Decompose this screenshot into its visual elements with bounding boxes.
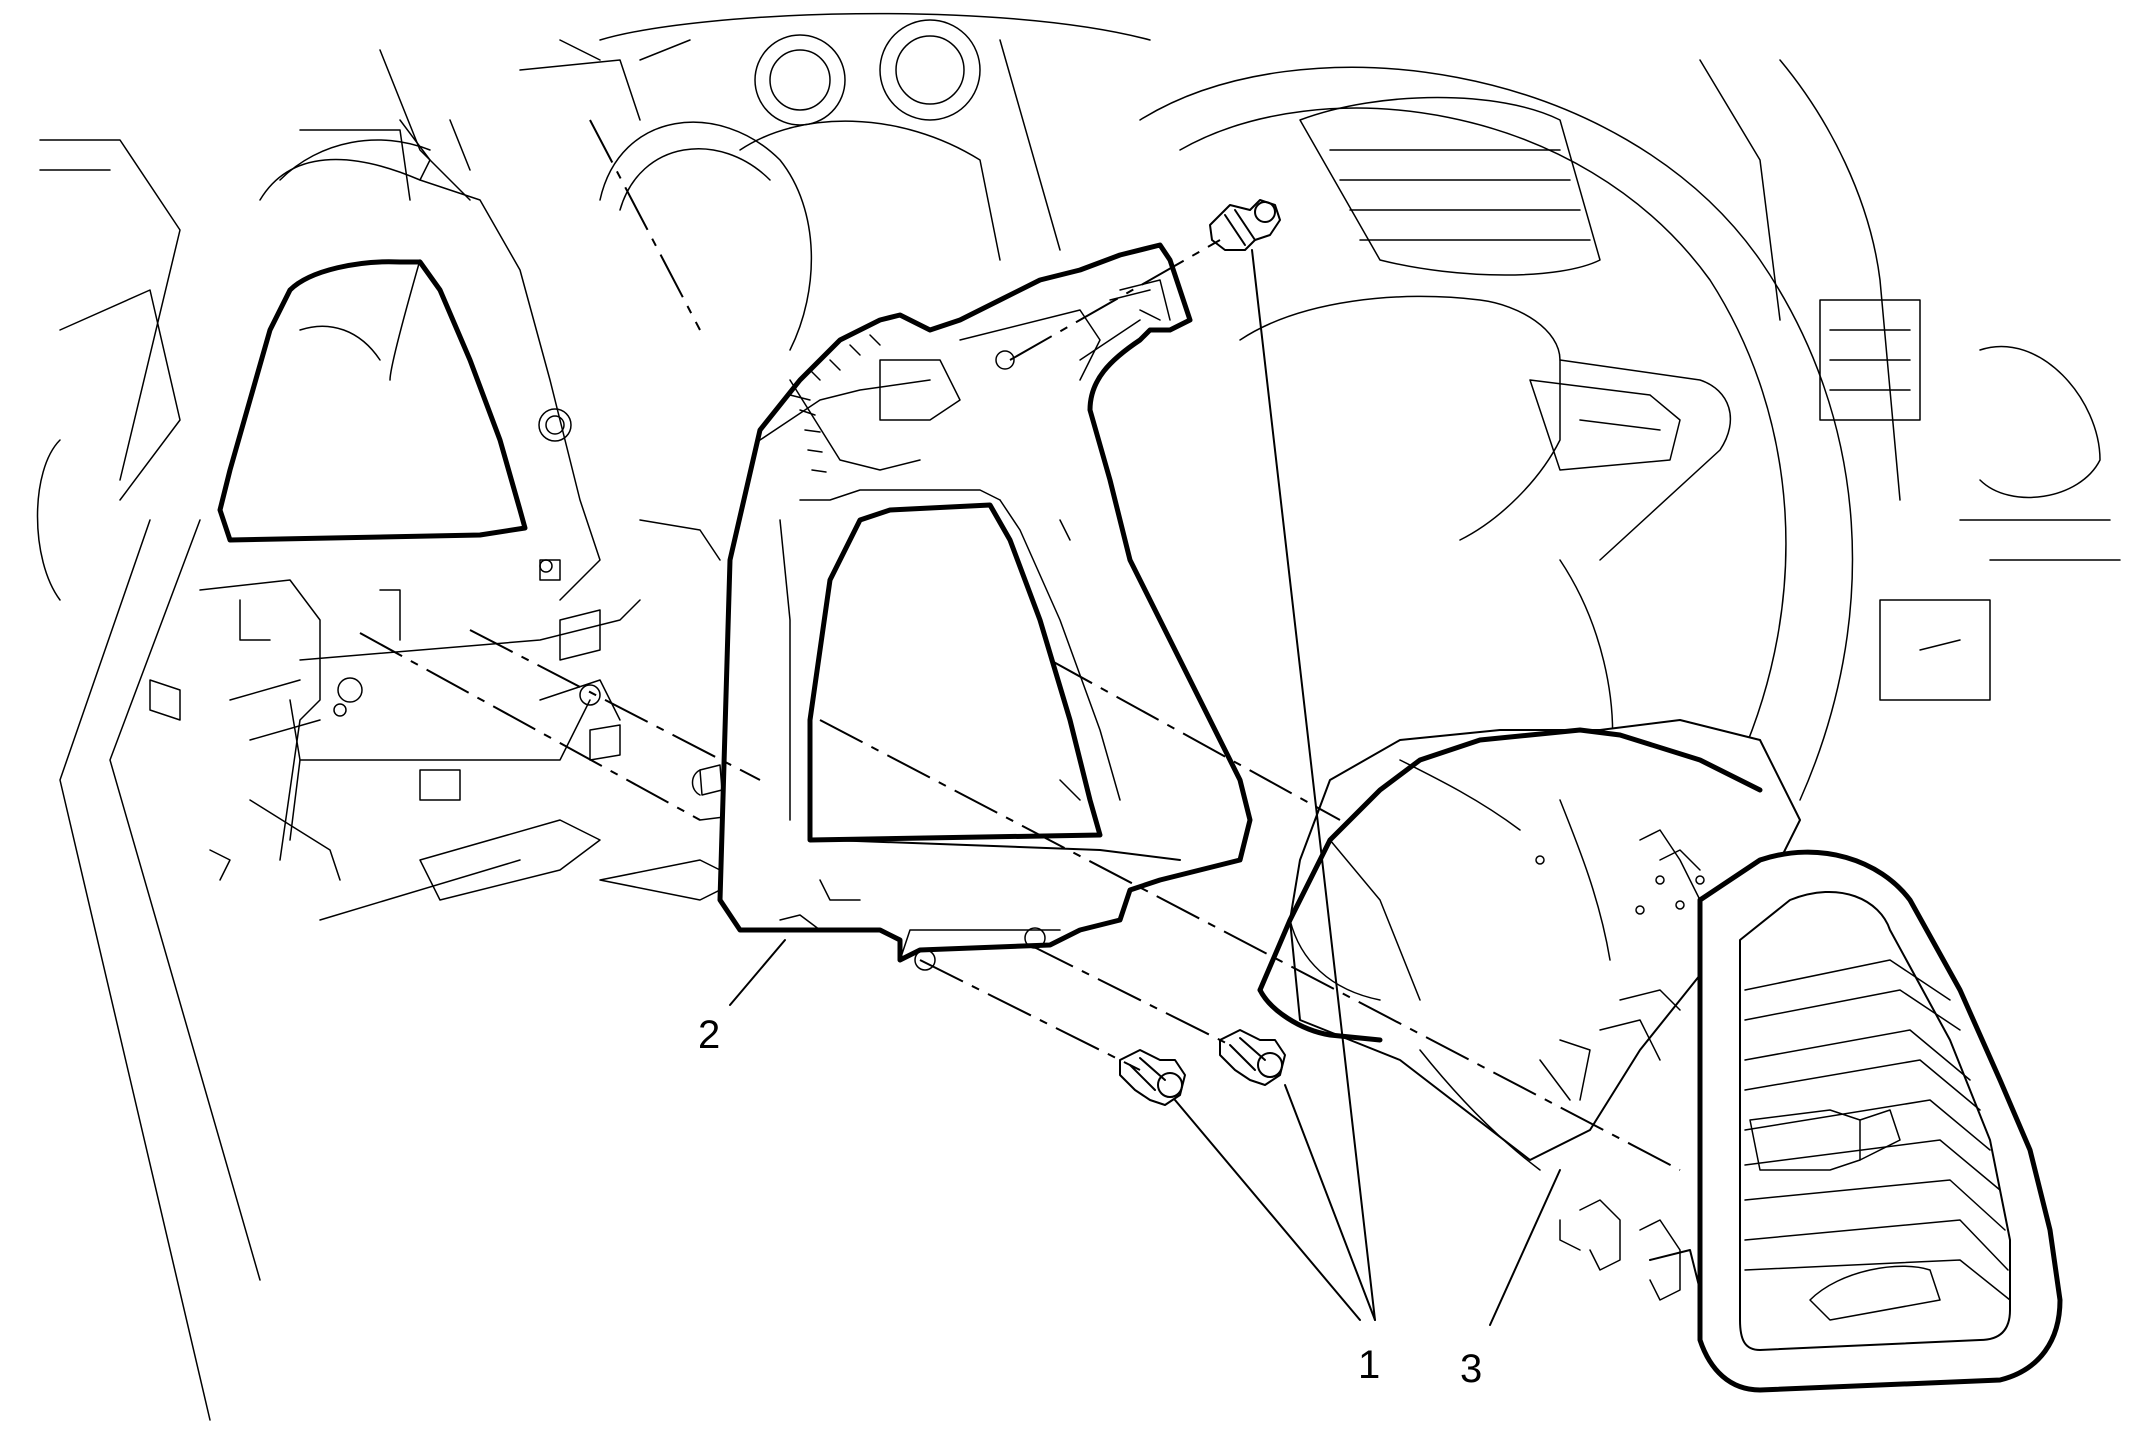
alignment-lines [359, 119, 1681, 1171]
fastener-lower-left [1119, 1049, 1186, 1106]
cluster-opening [217, 259, 528, 543]
callout-1: 1 [1358, 1343, 1380, 1387]
leader-lines [729, 249, 1561, 1326]
air-vent-part-3 [1257, 719, 2063, 1393]
fastener-lower-right [1219, 1029, 1286, 1086]
dashboard-background [36, 12, 2121, 1421]
callout-3: 3 [1460, 1347, 1482, 1391]
trim-bezel-part-2 [691, 242, 1253, 971]
fastener-top [1209, 199, 1281, 251]
callout-2: 2 [698, 1013, 720, 1057]
callout-labels: 2 1 3 [698, 1013, 1482, 1391]
